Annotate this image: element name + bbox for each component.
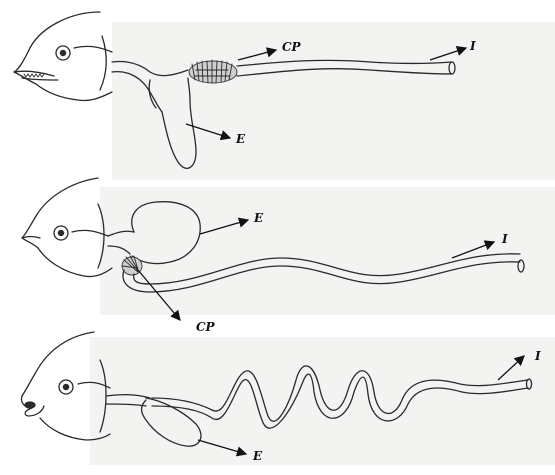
fish-3-esophagus (106, 395, 150, 398)
panel-2-intestine (123, 254, 524, 292)
arrow-panel-1-e (186, 124, 230, 138)
fish-2-head (22, 178, 112, 277)
fish-1-esophagus (112, 61, 188, 75)
label-panel-1-i: I (470, 40, 476, 52)
label-panel-2-cp: CP (196, 321, 215, 333)
label-panel-3-e: E (253, 450, 262, 462)
label-panel-1-e: E (236, 133, 245, 145)
fish-2-gill (72, 230, 108, 236)
arrow-panel-1-i (430, 48, 466, 60)
panel-1-intestine (237, 60, 455, 76)
label-panel-3-i: I (535, 350, 541, 362)
fish-3-head (22, 332, 94, 396)
fish-2-stomach (132, 202, 200, 264)
panel-3-fish (21, 332, 200, 446)
fish-1-head (14, 12, 112, 101)
fish-2-mouth (22, 237, 40, 239)
fish-1-gill (74, 46, 112, 52)
fish-1-stomach (162, 78, 196, 168)
arrow-panel-2-e (200, 220, 248, 234)
label-panel-2-i: I (502, 233, 508, 245)
label-panel-1-cp: CP (282, 41, 301, 53)
panel-1-fish (14, 12, 196, 168)
arrow-panel-3-i (498, 356, 524, 380)
fish-3-stomach (142, 398, 201, 446)
panel-3-intestine (152, 366, 532, 428)
fish-2-esophagus (108, 231, 134, 236)
panel-2-fish (22, 178, 200, 277)
arrow-panel-1-cp (238, 50, 276, 60)
arrow-panel-2-cp (138, 270, 180, 320)
panel-1-pyloric-caeca (189, 60, 237, 83)
label-panel-2-e: E (254, 212, 263, 224)
fish-1-teeth (24, 74, 44, 77)
arrow-panel-3-e (198, 440, 246, 454)
